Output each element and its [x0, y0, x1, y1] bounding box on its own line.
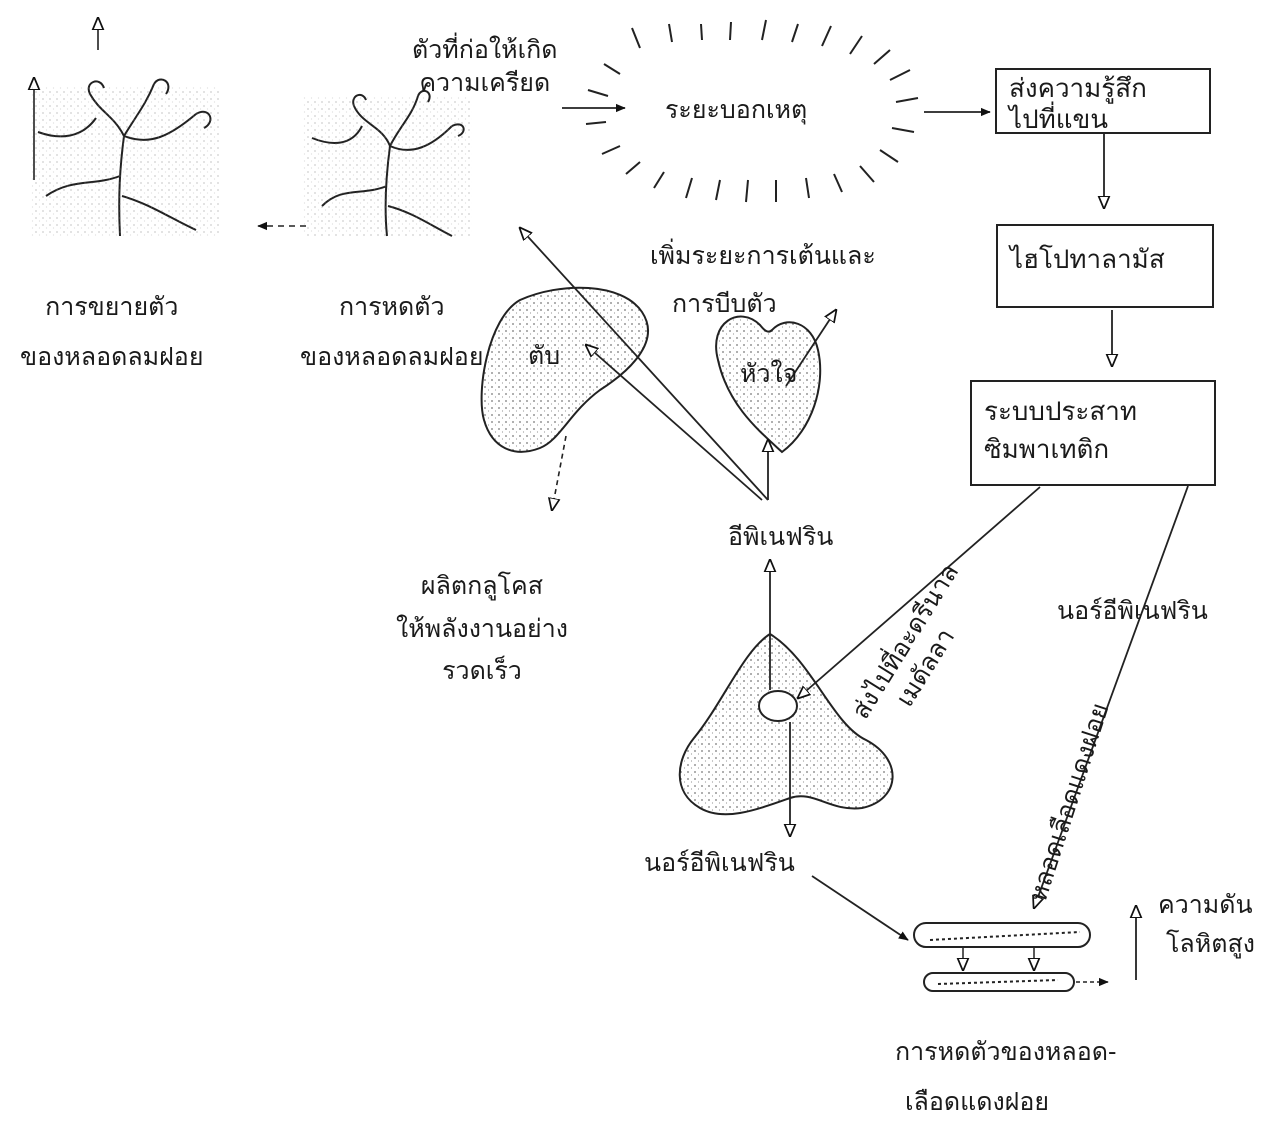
bronchiole-constriction-label: การหดตัว ของหลอดลมฝอย — [300, 282, 483, 382]
liver-label: ตับ — [528, 340, 560, 373]
bronchiole-dilation-label: การขยายตัว ของหลอดลมฝอย — [20, 282, 203, 382]
arteriole-constriction-label: การหดตัวของหลอด- เลือดแดงฝอย — [895, 1027, 1116, 1127]
liver-effect-label: ผลิตกลูโคส ให้พลังงานอย่าง รวดเร็ว — [396, 565, 568, 693]
adrenal-gland-shape — [680, 634, 893, 814]
bronchiole-dilated-drawing — [20, 76, 240, 246]
heart-effect-label: เพิ่มระยะการเต้นและ การบีบตัว — [650, 232, 876, 327]
stressor-label: ตัวที่ก่อให้เกิด ความเครียด — [412, 34, 558, 99]
sympathetic-nervous-system-box: ระบบประสาท ซิมพาเทติก — [970, 380, 1216, 486]
liver-shape — [482, 288, 648, 452]
norepinephrine-nerve-label: นอร์อีพิเนฟริน — [1057, 595, 1208, 628]
arteriole-shapes — [914, 923, 1090, 991]
high-blood-pressure-label: ความดัน โลหิตสูง — [1158, 886, 1255, 964]
sensory-cortex-box: ส่งความรู้สึก ไปที่แขน — [995, 68, 1211, 134]
bronchiole-constricted-drawing — [292, 86, 492, 246]
alarm-stage-label: ระยะบอกเหตุ — [665, 94, 807, 127]
epinephrine-label: อีพิเนฟริน — [728, 521, 833, 554]
norepinephrine-adrenal-label: นอร์อีพิเนฟริน — [644, 847, 795, 880]
heart-label: หัวใจ — [740, 358, 797, 391]
hypothalamus-box: ไฮโปทาลามัส — [996, 224, 1214, 308]
